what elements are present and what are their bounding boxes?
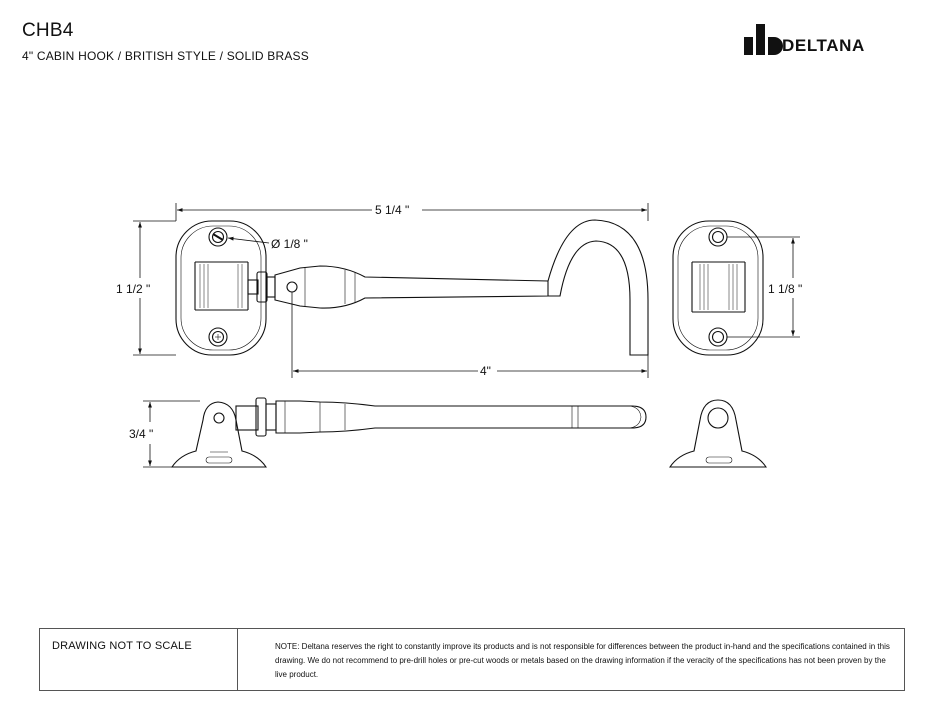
dimension-hook-length xyxy=(291,292,649,378)
overall-length-label: 5 1/4 " xyxy=(375,203,409,217)
disclaimer-note: NOTE: Deltana reserves the right to cons… xyxy=(275,642,890,679)
strike-plate-front xyxy=(672,220,764,356)
logo-wordmark: DELTANA xyxy=(782,36,865,55)
projection-label: 3/4 " xyxy=(129,427,153,441)
side-view xyxy=(170,397,647,468)
deltana-logo: DELTANA xyxy=(744,22,914,58)
logo-mark-icon xyxy=(744,24,783,55)
scale-note: DRAWING NOT TO SCALE xyxy=(40,629,238,690)
hook-length-label: 4" xyxy=(480,364,491,378)
height-label: 1 1/2 " xyxy=(116,282,150,296)
product-description: 4" CABIN HOOK / BRITISH STYLE / SOLID BR… xyxy=(22,49,309,63)
dimension-height xyxy=(133,220,176,356)
dimension-overall-length xyxy=(175,203,649,221)
dimension-projection xyxy=(143,400,200,468)
hook-curve xyxy=(547,219,649,356)
hole-spacing-label: 1 1/8 " xyxy=(768,282,802,296)
title-block: DRAWING NOT TO SCALE NOTE: Deltana reser… xyxy=(39,628,905,691)
screw-hole-label: Ø 1/8 " xyxy=(271,237,308,251)
dimension-hole-spacing xyxy=(727,236,800,338)
hook-arm xyxy=(274,265,549,309)
strike-plate-side xyxy=(668,399,768,468)
dimension-screw-hole xyxy=(227,236,270,244)
base-plate-front xyxy=(175,220,267,356)
top-view xyxy=(175,219,649,356)
screw-hole-bottom xyxy=(208,327,228,347)
model-number: CHB4 xyxy=(22,20,74,41)
screw-hole-top xyxy=(208,227,228,247)
